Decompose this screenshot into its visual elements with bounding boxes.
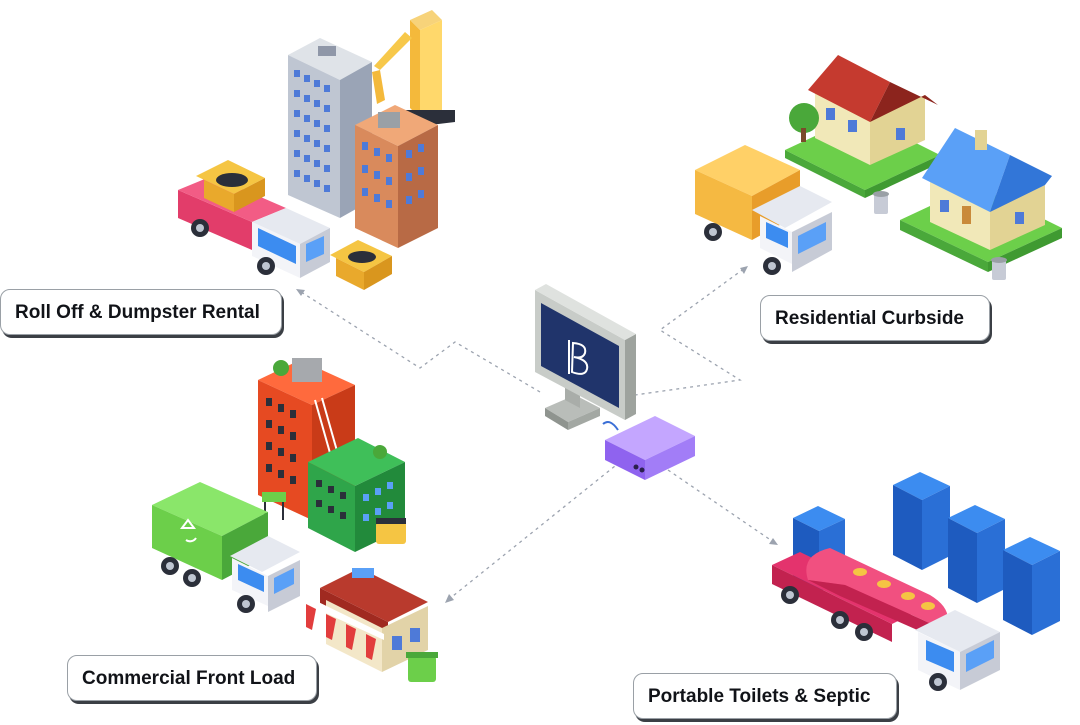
glass-tower [288, 38, 372, 218]
curbside-trash-can-1 [873, 191, 889, 214]
house-blue-roof [900, 128, 1062, 272]
ground-dumpster [330, 240, 392, 290]
green-waste-bin [406, 652, 438, 682]
portable-toilet-2 [948, 505, 1005, 603]
monitor-base [545, 395, 600, 422]
connector-lines [296, 266, 778, 603]
curbside-truck [695, 145, 832, 275]
arrowhead-commercial [445, 594, 454, 603]
portable-toilets-scene [772, 472, 1060, 691]
recycle-icon [180, 518, 197, 543]
arrowhead-residential [740, 266, 748, 274]
curbside-trash-can-2 [991, 257, 1007, 280]
connector-residential [599, 267, 746, 401]
connector-commercial [447, 461, 621, 601]
connector-roll-off [297, 289, 541, 393]
brick-building [355, 105, 438, 248]
arrowhead-portable [769, 538, 778, 545]
portable-toilet-1 [893, 472, 950, 570]
stylized-b-logo-icon [568, 340, 589, 375]
purple-hub-device [605, 416, 695, 480]
label-roll-off-dumpster-rental: Roll Off & Dumpster Rental [0, 289, 282, 335]
residential-scene [695, 55, 1062, 280]
front-load-truck [152, 482, 300, 613]
commercial-dumpster [376, 518, 406, 544]
house-red-roof [785, 55, 940, 198]
monitor-screen [541, 303, 619, 408]
commercial-scene [152, 358, 438, 682]
roll-off-scene [178, 10, 455, 290]
central-computer [535, 284, 695, 480]
septic-truck [772, 548, 1000, 691]
arrowhead-roll-off [296, 289, 305, 296]
storefront [306, 568, 428, 672]
label-commercial-front-load: Commercial Front Load [67, 655, 317, 701]
roll-off-truck [178, 160, 330, 278]
portable-toilet-3 [1003, 537, 1060, 635]
label-residential-curbside: Residential Curbside [760, 295, 990, 341]
label-portable-toilets-septic: Portable Toilets & Septic [633, 673, 897, 719]
connector-portable [667, 469, 776, 544]
